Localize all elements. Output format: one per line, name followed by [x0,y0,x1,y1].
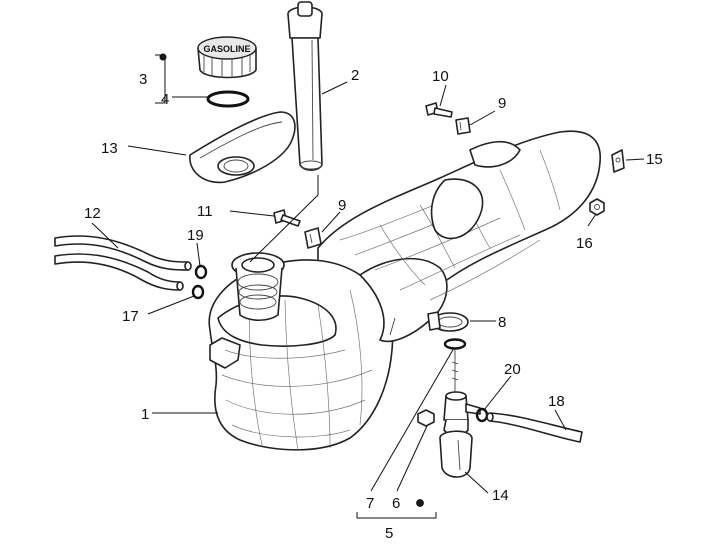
callout-16: 16 [576,235,593,252]
hose-18 [486,412,583,443]
callout-labels: 1 2 3 4 5 6 7 8 9 9 10 11 12 13 14 15 16… [84,67,663,542]
filler-tube [287,1,323,172]
leader-lines [91,53,645,519]
bolt-10 [425,102,453,118]
callout-4: 4 [161,91,169,108]
fuel-cock [443,350,481,436]
callout-6: 6 [392,495,400,512]
cap-label: GASOLINE [203,44,250,54]
callout-7: 7 [366,495,374,512]
o-ring-7 [443,338,467,350]
hose-12 [54,235,192,291]
callout-11: 11 [197,203,213,220]
callout-15: 15 [646,151,663,168]
callout-13: 13 [101,140,118,157]
nut-16 [589,198,605,216]
fuel-cap: GASOLINE [197,36,257,79]
bracket-15 [611,149,625,173]
screw-6 [416,409,435,507]
filler-neck [231,252,285,322]
callout-10: 10 [432,68,449,85]
clip-9-lower [304,227,322,249]
callout-8: 8 [498,314,506,331]
splash-tray [189,111,296,184]
callout-20: 20 [504,361,521,378]
clip-9-upper [455,117,471,135]
callout-9-upper: 9 [498,95,506,112]
callout-14: 14 [492,487,509,504]
bolt-11 [273,209,301,227]
o-ring [206,90,250,108]
callout-18: 18 [548,393,565,410]
callout-19: 19 [187,227,204,244]
callout-12: 12 [84,205,101,222]
cover-14 [439,430,473,478]
callout-3: 3 [139,71,147,88]
callout-1: 1 [141,406,149,423]
callout-5: 5 [385,525,393,541]
clamp-19 [194,264,208,280]
clamp-20 [475,407,489,423]
clamp-17 [191,284,205,300]
clamp-band-8 [427,311,469,332]
callout-17: 17 [122,308,139,325]
callout-9-lower: 9 [338,197,346,214]
callout-2: 2 [351,67,359,84]
